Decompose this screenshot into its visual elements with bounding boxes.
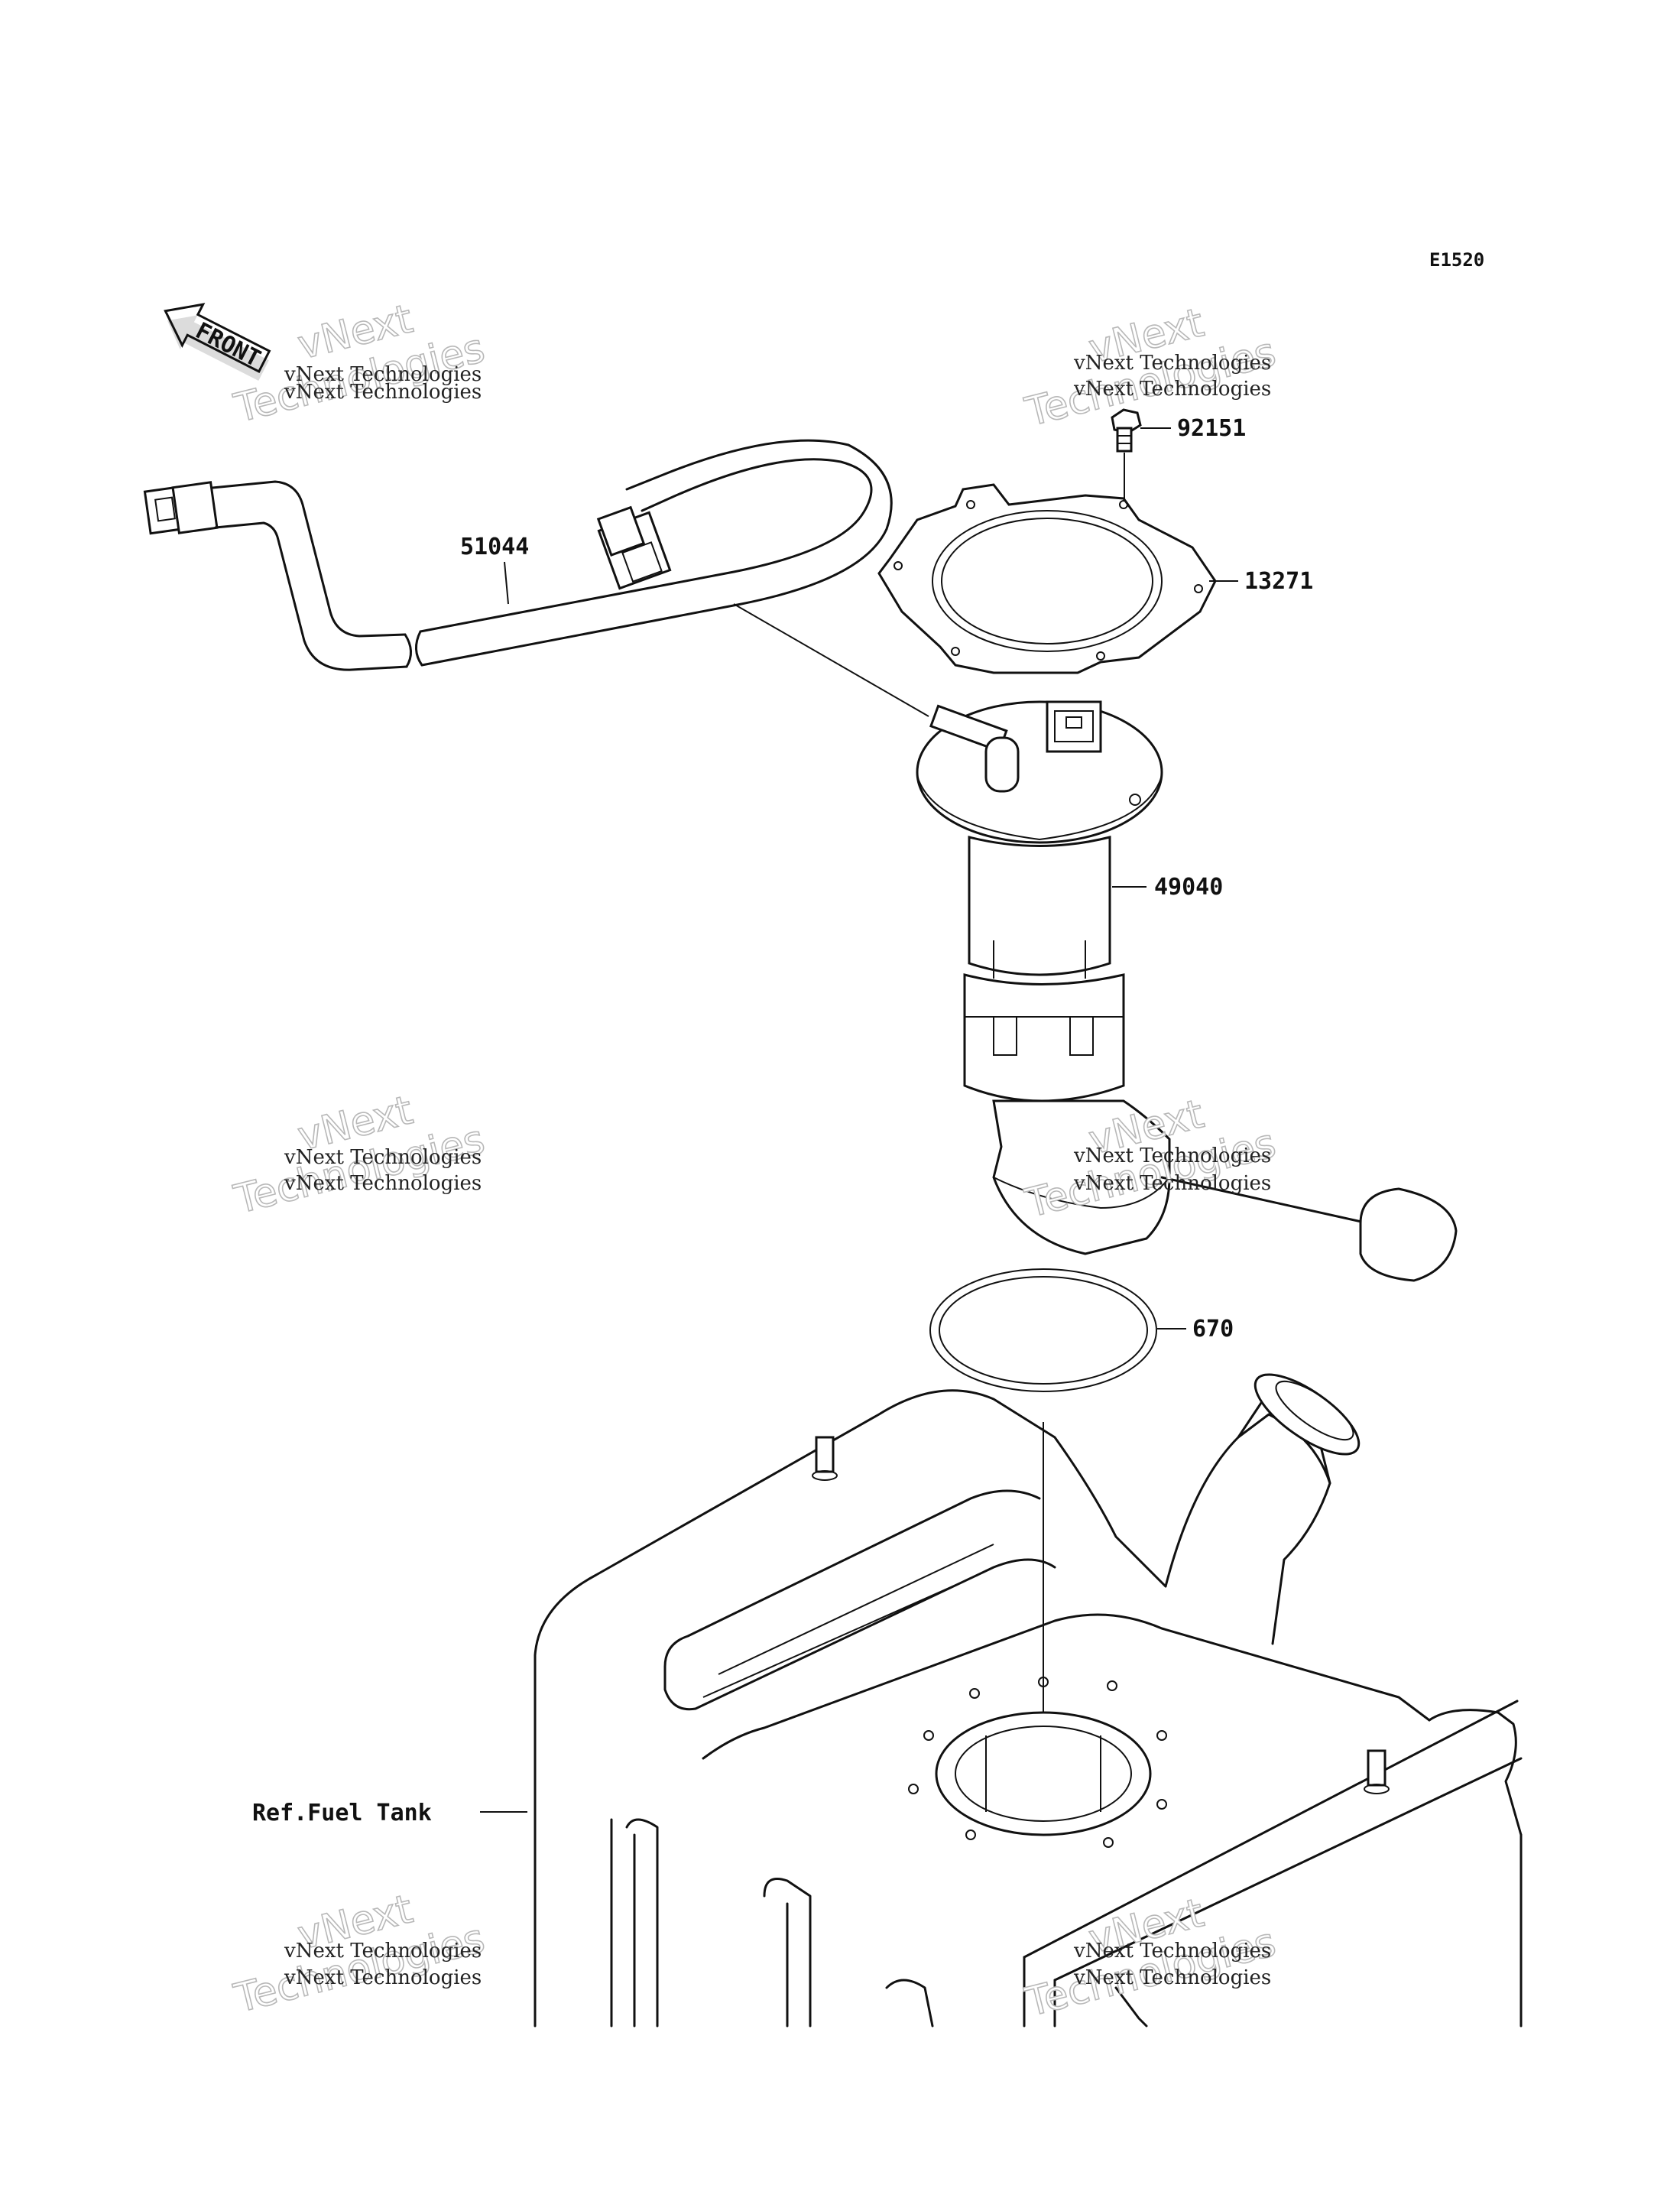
reference-label: Ref.Fuel Tank <box>252 1800 432 1826</box>
watermark-text: vNext Technologies <box>284 363 482 386</box>
fuel-tank-drawing <box>534 1373 1523 2028</box>
fuel-pump-drawing <box>916 700 1458 1282</box>
watermark-text: vNext Technologies <box>1073 378 1271 401</box>
front-arrow-icon: FRONT <box>164 303 271 381</box>
part-label-670: 670 <box>1192 1316 1234 1343</box>
diagram-code: E1520 <box>1429 249 1484 271</box>
gasket-plate-drawing <box>877 483 1217 674</box>
watermark-text: vNext Technologies <box>1073 1940 1271 1963</box>
watermark-text: vNext Technologies <box>284 1146 482 1169</box>
watermark-text: vNext Technologies <box>284 1940 482 1963</box>
watermark-text: vNext Technologies <box>1073 1966 1271 1989</box>
watermark-text: vNext Technologies <box>284 381 482 404</box>
o-ring-drawing <box>929 1268 1157 1392</box>
part-label-92151: 92151 <box>1177 415 1246 442</box>
part-label-51044: 51044 <box>460 534 529 560</box>
fuel-hose-drawing <box>143 439 893 671</box>
watermark-text: vNext Technologies <box>1073 1172 1271 1195</box>
part-label-49040: 49040 <box>1154 874 1223 901</box>
watermark-text: vNext Technologies <box>284 1172 482 1195</box>
watermark-text: vNext Technologies <box>1073 352 1271 375</box>
part-label-13271: 13271 <box>1244 568 1313 595</box>
watermark-text: vNext Technologies <box>1073 1144 1271 1167</box>
watermark-text: vNext Technologies <box>284 1966 482 1989</box>
bolt-drawing <box>1111 408 1142 453</box>
